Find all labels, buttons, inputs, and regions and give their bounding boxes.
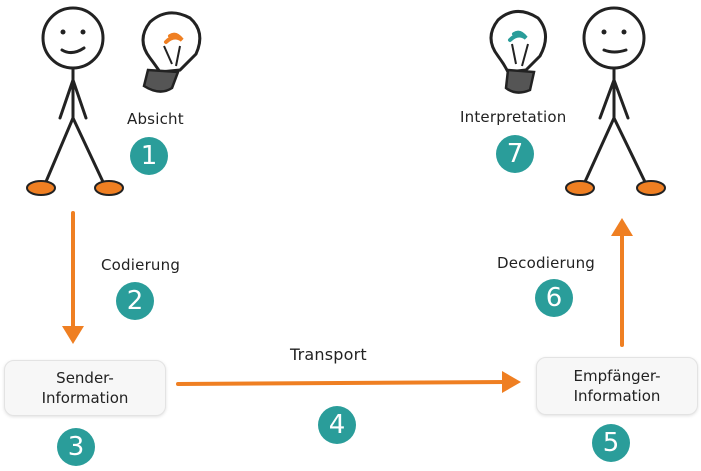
sender-box-line1: Sender- xyxy=(56,369,114,387)
sender-box-line2: Information xyxy=(41,389,129,407)
step-badge-2: 2 xyxy=(116,282,154,320)
receiver-stick-figure-icon xyxy=(565,6,666,196)
receiver-box-line1: Empfänger- xyxy=(573,367,661,385)
label-transport: Transport xyxy=(290,345,367,364)
label-codierung: Codierung xyxy=(101,256,181,274)
step-badge-5: 5 xyxy=(592,424,630,462)
label-interpretation: Interpretation xyxy=(460,108,567,126)
receiver-box-line2: Information xyxy=(573,387,661,405)
label-absicht: Absicht xyxy=(127,110,184,128)
receiver-light-bulb-icon xyxy=(489,10,547,94)
receiver-information-box: Empfänger- Information xyxy=(536,357,698,415)
sender-light-bulb-icon xyxy=(141,11,202,93)
label-decodierung: Decodierung xyxy=(497,254,596,272)
sender-stick-figure-icon xyxy=(26,6,124,196)
step-badge-7: 7 xyxy=(496,135,534,173)
arrow-down-icon xyxy=(62,211,84,344)
sender-information-box: Sender- Information xyxy=(4,360,166,416)
arrow-up-icon xyxy=(611,218,633,347)
arrow-right-icon xyxy=(176,371,521,393)
step-badge-6: 6 xyxy=(535,279,573,317)
step-badge-3: 3 xyxy=(57,428,95,466)
step-badge-1: 1 xyxy=(130,137,168,175)
step-badge-4: 4 xyxy=(318,406,356,444)
